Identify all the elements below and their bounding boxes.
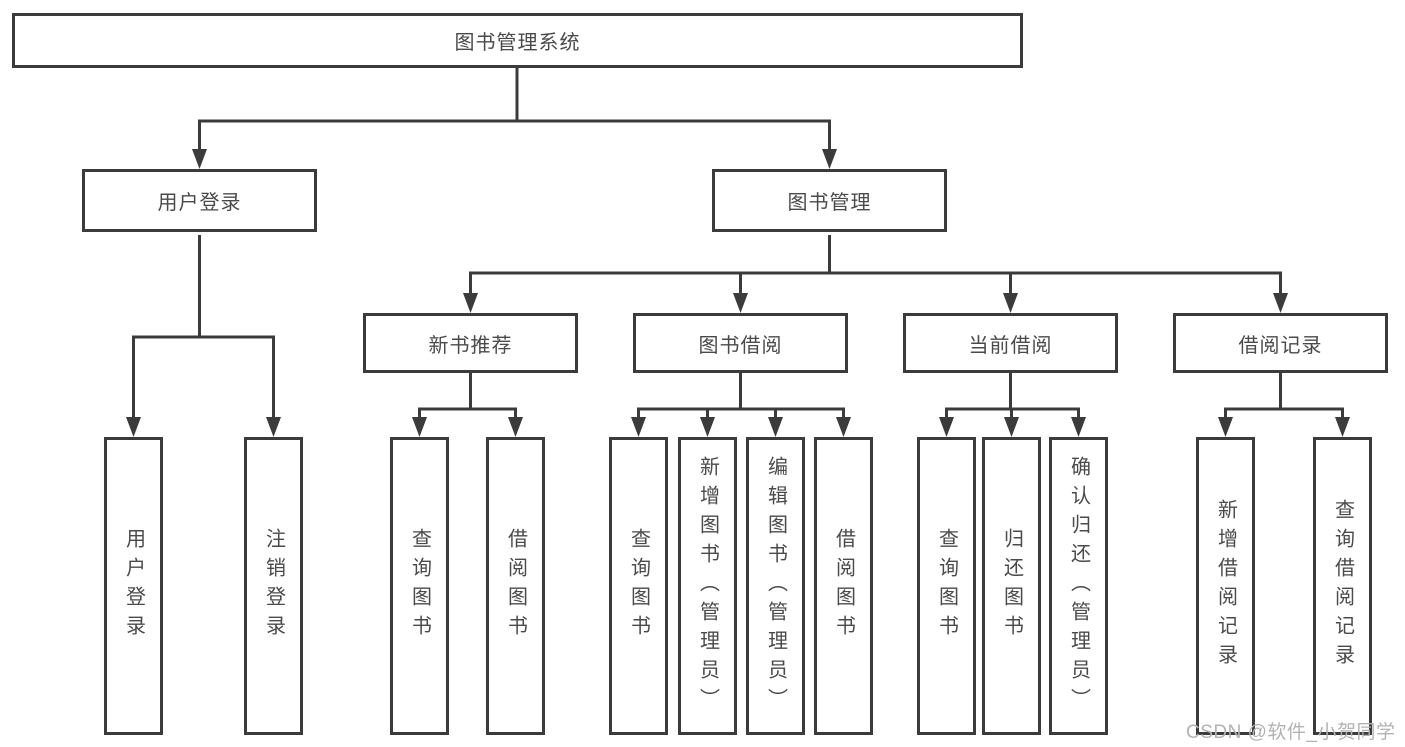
leaf-return-books: 归还图书 [982,437,1041,735]
node-label: 借阅图书 [832,528,855,644]
node-label: 新书推荐 [428,334,513,357]
node-label: 编辑图书（管理员） [764,455,787,717]
leaf-logout: 注销登录 [244,437,303,735]
node-label: 借阅图书 [504,528,527,644]
node-book-borrowing: 图书借阅 [633,313,848,373]
connector-path [132,68,1344,423]
leaf-user-login: 用户登录 [104,437,163,735]
leaf-edit-book-admin: 编辑图书（管理员） [746,437,805,735]
leaf-query-books-borrow: 查询图书 [609,437,668,735]
node-label: 注销登录 [262,528,285,644]
node-current-borrowing: 当前借阅 [903,313,1118,373]
node-label: 查询图书 [408,528,431,644]
leaf-query-books-recommend: 查询图书 [390,437,449,735]
node-label: 新增图书（管理员） [696,455,719,717]
leaf-add-borrow-record: 新增借阅记录 [1196,437,1255,735]
node-user-login: 用户登录 [82,169,317,232]
arrowheads [126,149,1350,437]
node-book-management: 图书管理 [712,169,947,232]
leaf-query-borrow-record: 查询借阅记录 [1313,437,1372,735]
leaf-borrow-books-recommend: 借阅图书 [486,437,545,735]
leaf-borrow-books: 借阅图书 [814,437,873,735]
node-label: 查询图书 [627,528,650,644]
node-label: 用户登录 [122,528,145,644]
node-library-system: 图书管理系统 [12,13,1023,68]
node-label: 新增借阅记录 [1214,499,1237,673]
node-borrowing-records: 借阅记录 [1173,313,1388,373]
node-label: 归还图书 [1000,528,1023,644]
node-label: 图书借阅 [698,334,783,357]
node-label: 查询借阅记录 [1331,499,1354,673]
node-label: 确认归还（管理员） [1067,455,1090,717]
node-label: 图书管理系统 [454,32,581,54]
node-label: 当前借阅 [968,334,1053,357]
leaf-add-book-admin: 新增图书（管理员） [678,437,737,735]
leaf-query-books-current: 查询图书 [917,437,976,735]
node-label: 图书管理 [787,192,872,214]
watermark: CSDN @软件_小贺同学 [1186,722,1396,743]
node-label: 用户登录 [157,192,242,214]
node-new-book-recommendation: 新书推荐 [363,313,578,373]
leaf-confirm-return-admin: 确认归还（管理员） [1049,437,1108,735]
node-label: 借阅记录 [1238,334,1323,357]
node-label: 查询图书 [935,528,958,644]
